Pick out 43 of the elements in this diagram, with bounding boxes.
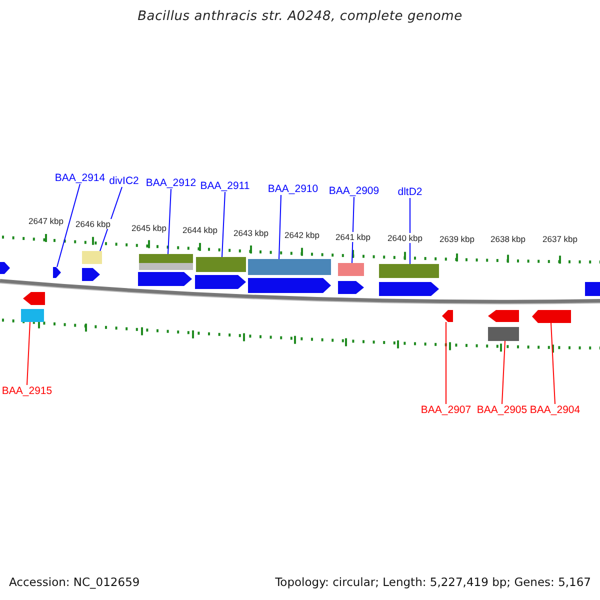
gene-feature	[488, 327, 519, 341]
leader-line	[26, 322, 30, 386]
footer-text: Topology: circular; Length: 5,227,419 bp; Genes: 5,167	[275, 575, 591, 589]
footer-text: Accession: NC_012659	[9, 575, 140, 589]
gene-feature	[82, 251, 102, 264]
gene-label: BAA_2909	[328, 185, 380, 197]
position-label: 2643 kbp	[232, 228, 270, 238]
position-label: 2638 kbp	[490, 234, 526, 244]
gene-feature	[442, 310, 453, 322]
gene-feature	[379, 264, 439, 278]
position-label: 2639 kbp	[438, 234, 476, 244]
gene-label: divIC2	[109, 175, 139, 187]
leader-line	[278, 194, 282, 260]
leader-line	[550, 322, 556, 404]
gene-label: BAA_2910	[268, 183, 318, 195]
position-label: 2645 kbp	[130, 223, 168, 233]
gene-label: BAA_2912	[146, 177, 196, 189]
gene-label: BAA_2907	[420, 404, 472, 416]
gene-label: BAA_2911	[200, 180, 250, 192]
position-label: 2640 kbp	[386, 233, 424, 243]
gene-feature	[139, 254, 193, 263]
gene-feature	[53, 267, 61, 278]
leader-line	[502, 340, 506, 404]
gene-label: BAA_2914	[54, 172, 106, 184]
chart-title: Bacillus anthracis str. A0248, complete genome	[136, 9, 464, 24]
gene-label: dltD2	[398, 186, 422, 198]
leader-line	[56, 184, 80, 268]
position-label: 2647 kbp	[28, 216, 64, 226]
position-label: 2642 kbp	[284, 230, 320, 240]
leader-line	[168, 188, 172, 254]
gene-label: BAA_2915	[2, 385, 52, 397]
gene-feature	[21, 309, 44, 322]
position-label: 2641 kbp	[334, 232, 372, 242]
gene-feature	[338, 263, 364, 276]
gene-label: BAA_2904	[530, 404, 580, 416]
gene-label: BAA_2905	[476, 404, 528, 416]
leader-line	[222, 192, 226, 258]
gene-feature	[248, 259, 331, 275]
position-label: 2637 kbp	[542, 234, 578, 244]
gene-feature	[196, 257, 246, 272]
position-label: 2646 kbp	[74, 219, 112, 229]
gene-feature	[532, 310, 571, 323]
position-label: 2644 kbp	[182, 225, 218, 235]
